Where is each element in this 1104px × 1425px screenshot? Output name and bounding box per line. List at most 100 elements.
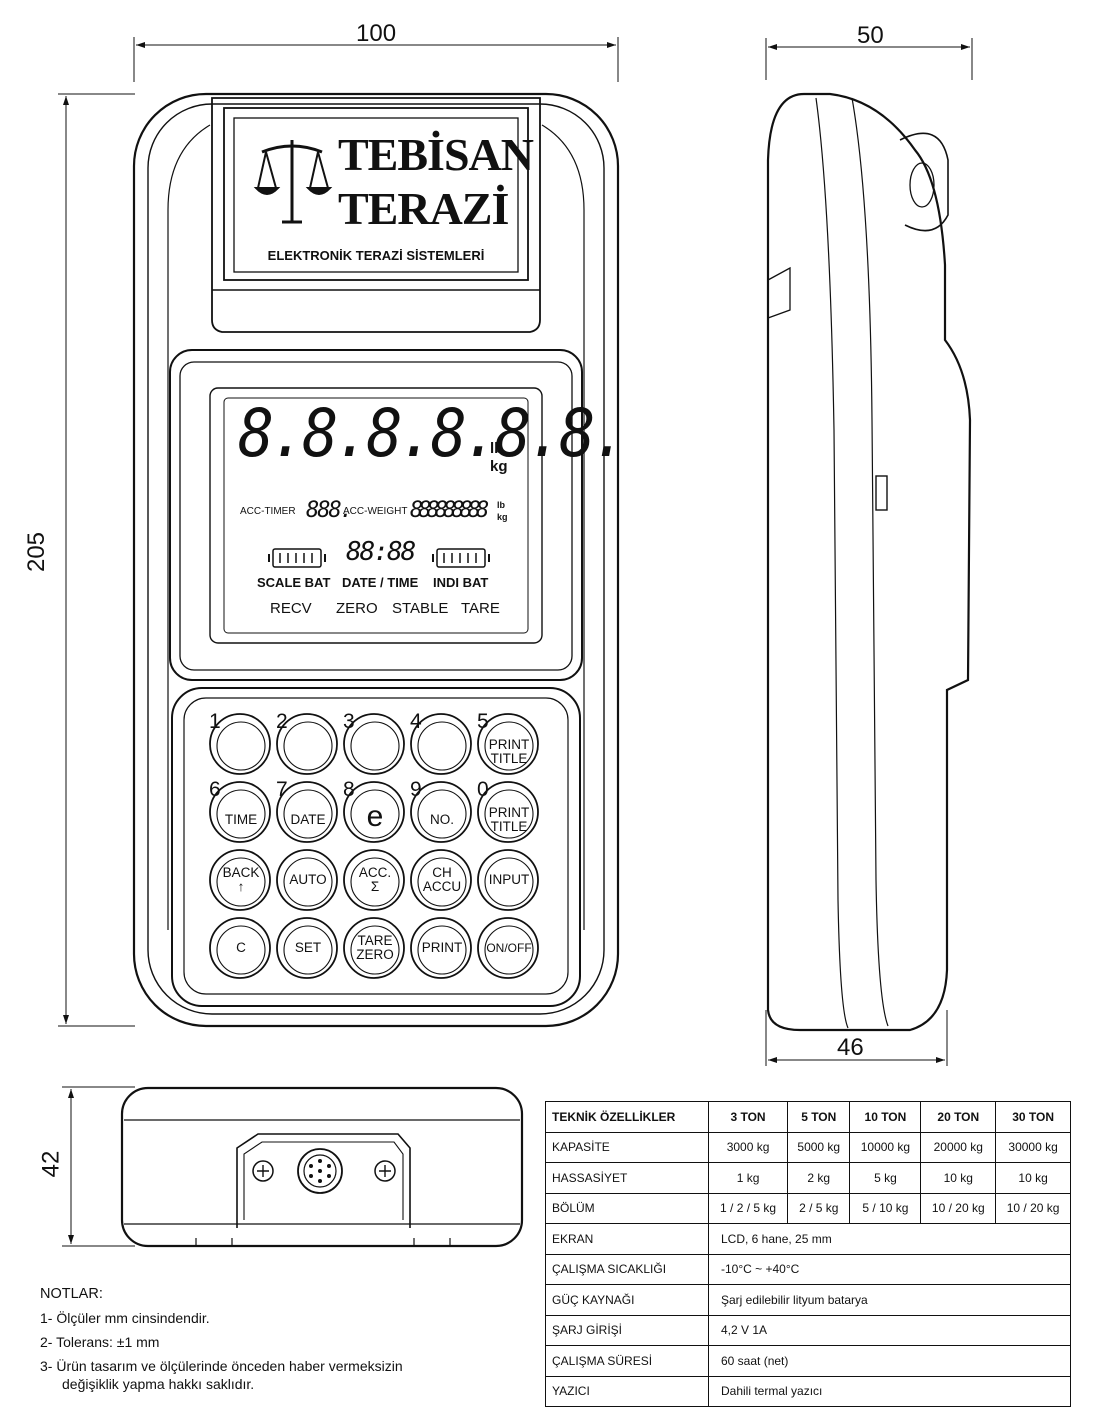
printer-subtitle: ELEKTRONİK TERAZİ SİSTEMLERİ <box>267 248 485 263</box>
key-10-inner <box>216 857 266 907</box>
lcd-recv: RECV <box>270 600 312 617</box>
spec-cell: 10 / 20 kg <box>995 1192 1071 1224</box>
key-7-inner <box>350 789 400 839</box>
key-button[interactable]: PRINT <box>411 918 471 978</box>
lcd-acc-unit-kg: kg <box>497 512 508 522</box>
key-19-inner <box>484 925 534 975</box>
key-button[interactable]: SET <box>277 918 337 978</box>
spec-cell: 1 / 2 / 5 kg <box>707 1192 789 1224</box>
note-2: 2- Tolerans: ±1 mm <box>40 1333 160 1350</box>
spec-cell: 2 / 5 kg <box>787 1192 851 1224</box>
key-button[interactable]: 4 <box>410 711 471 774</box>
spec-cell: YAZICI <box>545 1375 709 1407</box>
key-label-line2: ACCU <box>422 879 462 894</box>
spec-cell: ÇALIŞMA SÜRESİ <box>545 1345 709 1377</box>
key-label: BACK↑ <box>214 850 268 910</box>
note-3-cont: değişiklik yapma hakkı saklıdır. <box>62 1375 255 1392</box>
key-9-outer <box>477 781 539 843</box>
lcd-main-digits: 8.8.8.8.8.8. <box>238 395 627 473</box>
key-button[interactable]: BACK↑ <box>210 850 270 910</box>
key-3-inner <box>417 721 467 771</box>
spec-cell: Şarj edilebilir lityum batarya <box>708 1284 1071 1316</box>
key-7-outer <box>343 781 405 843</box>
key-button[interactable]: ACC.Σ <box>344 850 404 910</box>
key-0-inner <box>216 721 266 771</box>
key-5-outer <box>209 781 271 843</box>
indi-battery-icon <box>432 548 490 568</box>
key-label-line2: Σ <box>370 879 380 894</box>
dim-label-width: 100 <box>356 20 397 47</box>
spec-cell: BÖLÜM <box>545 1192 709 1224</box>
key-number: 6 <box>209 778 221 801</box>
dimension-width <box>133 37 619 82</box>
lcd-acc-unit-lb: lb <box>497 500 505 510</box>
key-button[interactable]: 3 <box>343 710 404 774</box>
key-button[interactable]: INPUT <box>478 850 538 910</box>
key-button[interactable]: ON/OFF <box>478 918 538 978</box>
key-16-outer <box>276 917 338 979</box>
spec-cell: ÇALIŞMA SICAKLIĞI <box>545 1253 709 1285</box>
key-label-line1: ON/OFF <box>486 940 532 955</box>
spec-header-cell: 5 TON <box>787 1101 851 1133</box>
key-18-inner <box>417 925 467 975</box>
key-label: ACC.Σ <box>348 850 402 910</box>
lcd-acc-weight-digits: 888888888 <box>410 498 489 523</box>
spec-cell: 30000 kg <box>995 1131 1071 1163</box>
key-button[interactable]: 1 <box>209 711 270 774</box>
lcd-acc-weight-label: ACC-WEIGHT <box>343 506 408 517</box>
key-15-inner <box>216 925 266 975</box>
key-10-outer <box>209 849 271 911</box>
key-11-inner <box>283 857 333 907</box>
key-6-outer <box>276 781 338 843</box>
key-14-outer <box>477 849 539 911</box>
key-button[interactable]: C <box>210 918 270 978</box>
spec-header-cell: TEKNİK ÖZELLİKLER <box>545 1101 709 1133</box>
key-9-inner <box>484 789 534 839</box>
side-view <box>766 92 972 1032</box>
spec-cell: 4,2 V 1A <box>708 1314 1071 1346</box>
key-2-outer <box>343 713 405 775</box>
dim-label-bottom-height: 42 <box>37 1150 65 1178</box>
key-2-inner <box>350 721 400 771</box>
lcd-tare: TARE <box>461 600 500 617</box>
key-label: AUTO <box>281 850 335 910</box>
key-1-inner <box>283 721 333 771</box>
key-label: PRINT <box>415 918 469 978</box>
lcd-acc-timer-digits: 888. <box>306 498 353 523</box>
key-number: 8 <box>343 778 355 801</box>
spec-header-cell: 30 TON <box>995 1101 1071 1133</box>
spec-row: ÇALIŞMA SICAKLIĞI-10°C ~ +40°C <box>545 1253 1071 1285</box>
key-label: e <box>348 782 402 842</box>
key-number: 3 <box>343 710 355 733</box>
key-12-outer <box>343 849 405 911</box>
front-view <box>132 92 620 1028</box>
key-label-line1: TARE <box>357 932 393 948</box>
spec-cell: KAPASİTE <box>545 1131 709 1163</box>
key-14-inner <box>484 857 534 907</box>
dimension-height <box>58 93 135 1027</box>
spec-cell: 1 kg <box>707 1162 789 1194</box>
key-button[interactable]: 2 <box>276 711 337 774</box>
key-label: DATE <box>281 790 335 850</box>
key-button[interactable]: AUTO <box>277 850 337 910</box>
key-12-inner <box>350 857 400 907</box>
key-label-line1: PRINT <box>421 939 463 955</box>
lcd-stable: STABLE <box>392 600 449 617</box>
spec-header-cell: 10 TON <box>849 1101 922 1133</box>
key-4-outer <box>477 713 539 775</box>
key-label-line1: e <box>366 800 384 834</box>
